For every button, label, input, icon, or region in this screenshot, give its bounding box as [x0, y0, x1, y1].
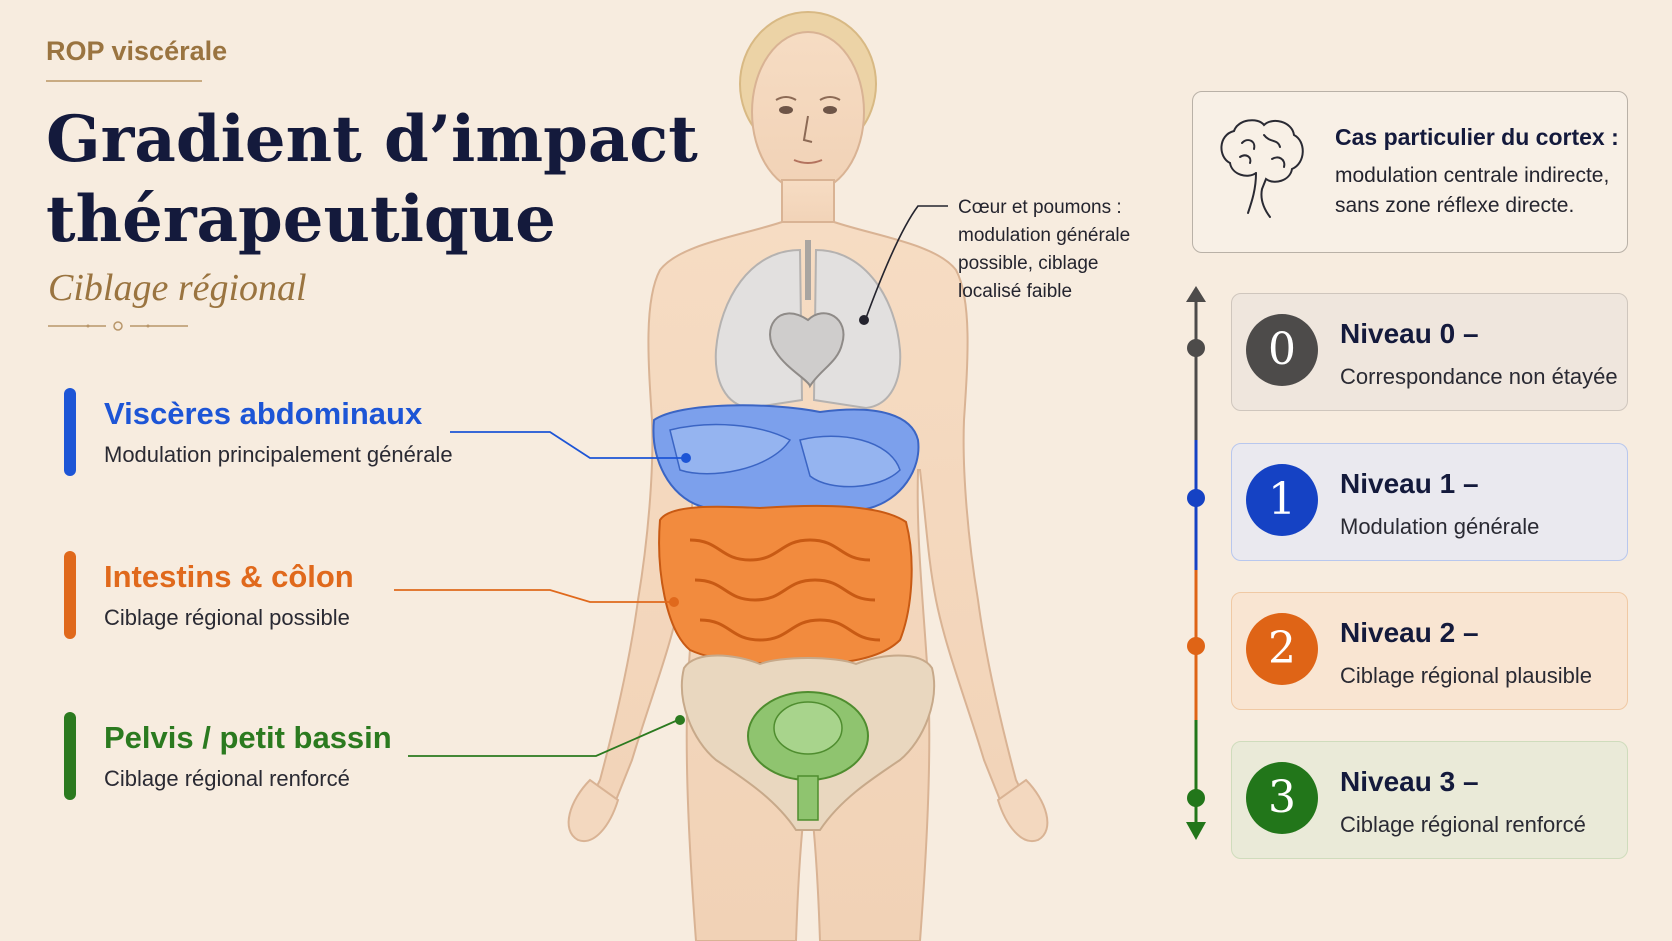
- axis-dot-0: [1187, 339, 1205, 357]
- level-number-badge: 1: [1246, 464, 1318, 536]
- title-line-2: thérapeutique: [46, 182, 556, 257]
- category-name: Intestins & côlon: [104, 559, 354, 594]
- hands: [567, 778, 1049, 843]
- cortex-text-line: sans zone réflexe directe.: [1335, 194, 1575, 217]
- cortex-text-line: modulation centrale indirecte,: [1335, 164, 1610, 187]
- brain-icon: [1220, 119, 1304, 218]
- level-title: Niveau 1 –: [1340, 468, 1479, 499]
- level-title: Niveau 0 –: [1340, 318, 1479, 349]
- heart-lungs-note: Cœur et poumons : modulation générale po…: [958, 194, 1148, 306]
- page-subtitle: Ciblage régional: [48, 267, 307, 309]
- eyebrow-label: ROP viscérale: [46, 36, 228, 66]
- level-number-badge: 0: [1246, 314, 1318, 386]
- heart-note-line: possible, ciblage: [958, 253, 1099, 274]
- heart-note-line: Cœur et poumons :: [958, 197, 1122, 218]
- level-title: Niveau 2 –: [1340, 617, 1479, 648]
- axis-dot-2: [1187, 637, 1205, 655]
- category-desc: Ciblage régional renforcé: [104, 766, 350, 791]
- heart-note-line: localisé faible: [958, 281, 1073, 302]
- level-number-badge: 3: [1246, 762, 1318, 834]
- category-desc: Ciblage régional possible: [104, 605, 350, 630]
- category-bar-green: [64, 712, 76, 800]
- ornament-divider: [48, 321, 188, 331]
- gradient-axis: [1186, 286, 1206, 840]
- level-desc: Modulation générale: [1340, 514, 1540, 539]
- level-card-2: 2 Niveau 2 – Ciblage régional plausible: [1231, 592, 1628, 710]
- axis-arrow-up-icon: [1186, 286, 1206, 302]
- cortex-callout: [1192, 91, 1628, 253]
- axis-arrow-down-icon: [1186, 822, 1206, 840]
- eyebrow-rule: [46, 80, 202, 82]
- face-features: [775, 96, 841, 164]
- abdominal-organs: [652, 404, 920, 518]
- category-bar-blue: [64, 388, 76, 476]
- level-title: Niveau 3 –: [1340, 766, 1479, 797]
- level-desc: Ciblage régional renforcé: [1340, 812, 1586, 837]
- level-card-1: 1 Niveau 1 – Modulation générale: [1231, 443, 1628, 561]
- category-name: Pelvis / petit bassin: [104, 720, 392, 755]
- level-card-3: 3 Niveau 3 – Ciblage régional renforcé: [1231, 741, 1628, 859]
- category-name: Viscères abdominaux: [104, 396, 423, 431]
- axis-dot-3: [1187, 789, 1205, 807]
- category-desc: Modulation principalement générale: [104, 442, 453, 467]
- category-bar-orange: [64, 551, 76, 639]
- level-number-badge: 2: [1246, 613, 1318, 685]
- pelvis-organs: [680, 654, 936, 831]
- level-desc: Ciblage régional plausible: [1340, 663, 1592, 688]
- heart-note-line: modulation générale: [958, 225, 1131, 246]
- anatomy-figure: [567, 11, 1049, 941]
- level-card-0: 0 Niveau 0 – Correspondance non étayée: [1231, 293, 1628, 411]
- axis-dot-1: [1187, 489, 1205, 507]
- page-title: Gradient d’impact thérapeutique: [46, 100, 698, 260]
- level-desc: Correspondance non étayée: [1340, 364, 1618, 389]
- title-line-1: Gradient d’impact: [46, 102, 698, 177]
- cortex-title: Cas particulier du cortex :: [1335, 124, 1619, 150]
